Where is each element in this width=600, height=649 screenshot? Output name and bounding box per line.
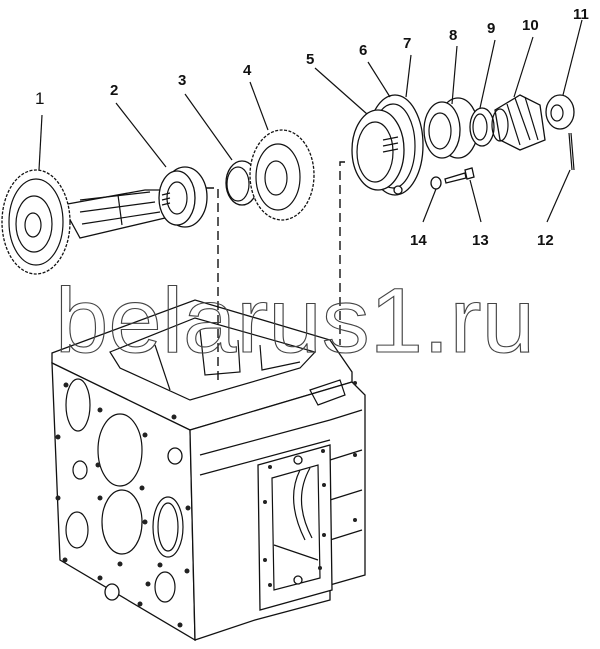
callout-4: 4: [243, 62, 252, 79]
gearbox-housing: [51, 299, 366, 642]
part-12-cotter-pin: [568, 132, 575, 171]
callout-8: 8: [449, 27, 457, 44]
callout-13: 13: [472, 232, 489, 249]
part-5-7-flange-housing: [351, 94, 424, 196]
part-9-washer: [469, 107, 495, 147]
part-4-gear: [249, 129, 315, 221]
assembly-line-right: [339, 161, 345, 345]
assembly-line-left: [205, 187, 219, 380]
leader-lines: [38, 19, 583, 223]
callout-5: 5: [306, 51, 314, 68]
callout-2: 2: [110, 82, 118, 99]
part-8-bearing: [423, 97, 479, 159]
callout-14: 14: [410, 232, 427, 249]
callout-6: 6: [359, 42, 367, 59]
callout-1: 1: [35, 89, 44, 108]
callout-11: 11: [573, 6, 589, 23]
part-1-shaft-gear: [1, 169, 166, 275]
part-13-bolt: [444, 167, 475, 184]
callout-7: 7: [403, 35, 411, 52]
part-10-bevel-gear: [491, 94, 546, 151]
watermark: belarus1.ru: [55, 270, 535, 372]
callout-12: 12: [537, 232, 554, 249]
part-11-castle-nut: [545, 94, 575, 130]
part-2-bearing: [158, 166, 208, 228]
part-14-nut: [430, 176, 442, 190]
part-3-ring: [225, 160, 259, 206]
callout-9: 9: [487, 20, 495, 37]
callout-10: 10: [522, 17, 539, 34]
callout-labels: 1 2 3 4 5 6 7 8 9 10 11 12 13 14: [35, 6, 589, 249]
callout-3: 3: [178, 72, 186, 89]
